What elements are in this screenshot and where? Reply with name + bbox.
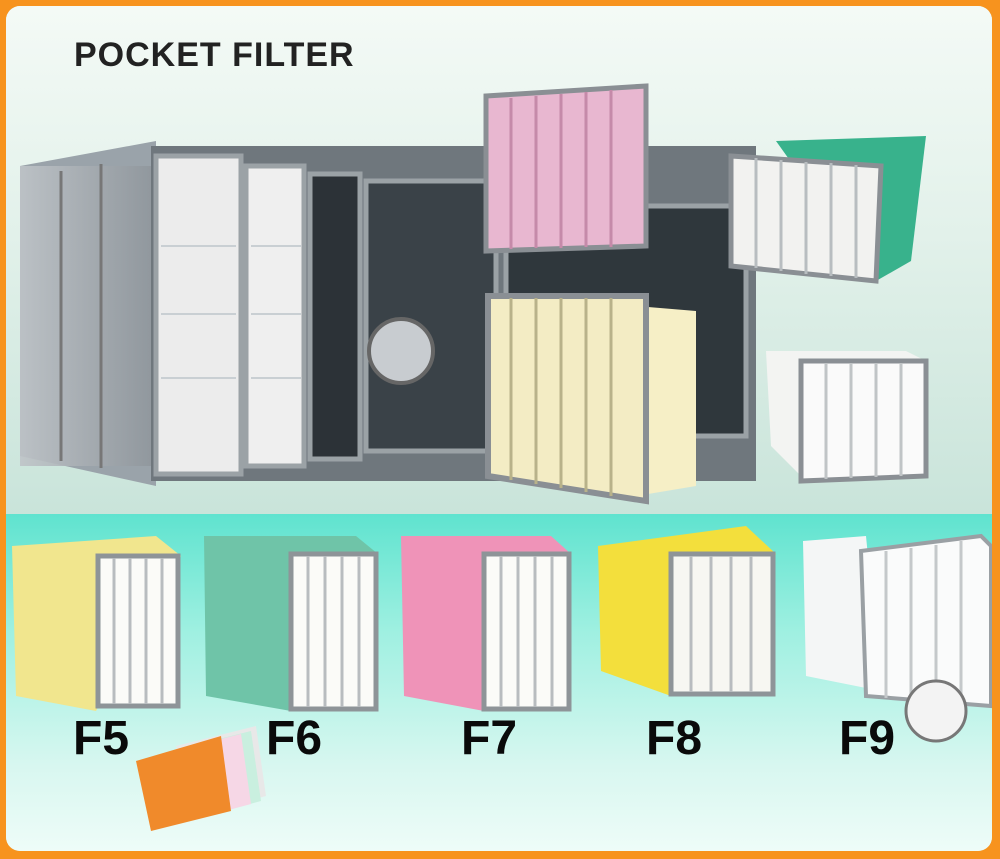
filter-media-samples <box>136 726 266 831</box>
grade-label-f8: F8 <box>646 712 703 765</box>
grade-label-f5: F5 <box>73 712 130 765</box>
f9-filter <box>803 533 992 743</box>
f6-filter <box>204 536 379 712</box>
f8-filter <box>598 526 776 697</box>
cream-pocket-filter <box>485 293 696 505</box>
f7-filter <box>401 536 572 712</box>
image-frame: POCKET FILTER F5 F6 F7 F8 F9 <box>6 6 992 851</box>
grade-label-f9: F9 <box>839 712 896 765</box>
pink-pocket-filter <box>483 83 649 254</box>
white-pocket-filter <box>766 351 929 484</box>
page-title: POCKET FILTER <box>74 36 355 74</box>
illustration <box>12 83 992 831</box>
grade-label-f6: F6 <box>266 712 323 765</box>
f5-filter <box>12 536 181 711</box>
grade-label-f7: F7 <box>461 712 518 765</box>
green-pocket-filter <box>728 136 926 284</box>
